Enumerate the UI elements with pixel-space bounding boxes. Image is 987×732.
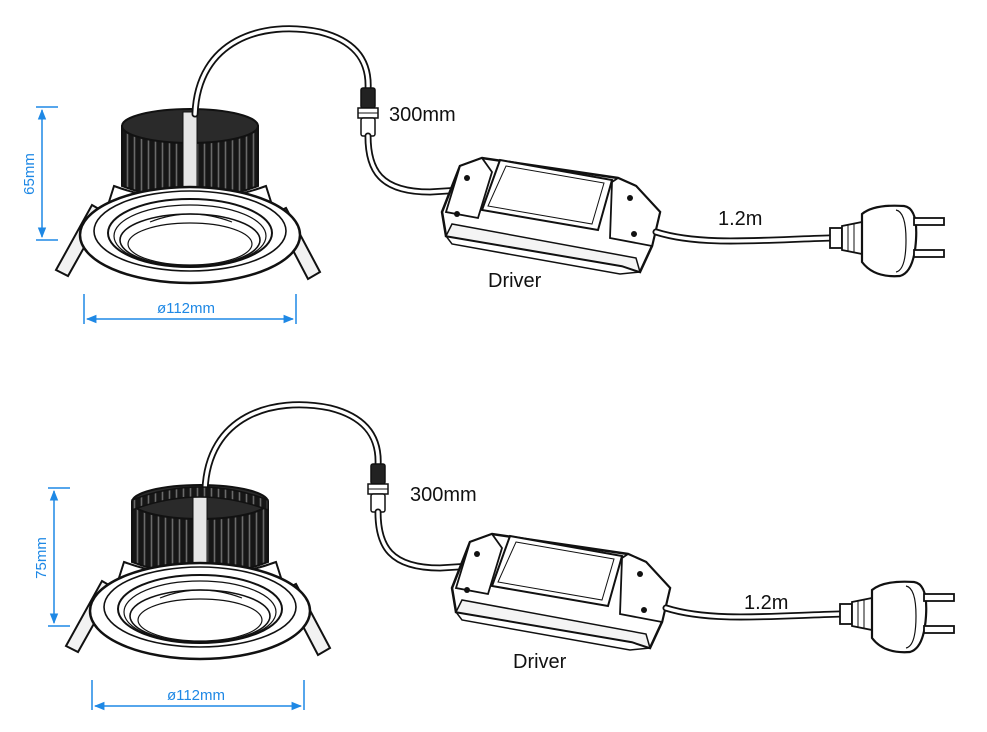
diameter-label: ø112mm [157,300,215,317]
extended-heatsink [131,486,269,512]
variant-1: 65mm ø112mm 300mm Driver 1.2m [21,29,944,324]
cable-length-label: 300mm [410,484,477,506]
cable-length-label: 300mm [389,104,456,126]
mains-cable-length-label: 1.2m [744,592,788,614]
height-dimension: 75mm [33,487,70,627]
driver-label: Driver [488,270,542,292]
diameter-dimension: ø112mm [91,680,305,711]
downlight-assembly-drawing [66,405,954,659]
height-dimension: 65mm [21,106,58,241]
variant-2: 75mm ø112mm 300mm Driver 1.2m [33,405,954,711]
downlight-assembly-drawing [56,29,944,283]
height-label: 65mm [21,153,38,195]
height-label: 75mm [33,537,50,579]
mains-cable-length-label: 1.2m [718,208,762,230]
diameter-label: ø112mm [167,687,225,704]
diameter-dimension: ø112mm [83,294,297,324]
driver-label: Driver [513,651,567,673]
